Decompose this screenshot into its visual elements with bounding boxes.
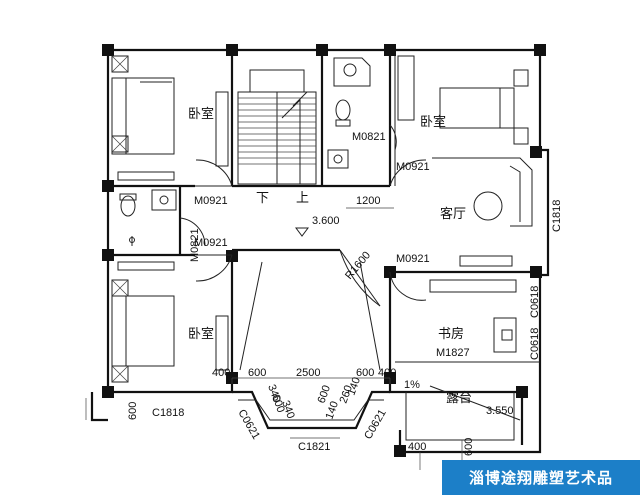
window-label-c0618-b: C0618 — [529, 328, 541, 360]
room-label-study: 书房 — [438, 326, 464, 341]
staircase — [237, 69, 317, 185]
dim-600-diag-b: 600 — [316, 384, 334, 405]
dim-400-left: 400 — [212, 367, 230, 379]
door-label-m0921-left-top: M0921 — [194, 195, 228, 207]
door-label-m1827: M1827 — [436, 347, 470, 359]
stair-label-up: 上 — [296, 190, 309, 205]
dim-600-bottom: 600 — [463, 438, 475, 456]
door-label-m0821-vertical: M0821 — [189, 228, 201, 262]
dim-140-b: 140 — [346, 376, 364, 397]
dim-1200: 1200 — [356, 195, 380, 207]
dim-140-a: 140 — [324, 400, 342, 421]
living-room-furniture — [432, 157, 533, 267]
door-label-m0921-left-bottom: M0921 — [194, 237, 228, 249]
dim-340-b: 340 — [279, 399, 297, 420]
wardrobes — [117, 55, 415, 371]
dimension-lines — [85, 207, 463, 470]
window-label-c0618-a: C0618 — [529, 286, 541, 318]
dim-600-left-edge: 600 — [127, 402, 139, 420]
study-furniture — [429, 279, 517, 353]
stair-label-down: 下 — [256, 190, 269, 205]
door-swings — [179, 124, 427, 307]
room-label-living-room: 客厅 — [440, 206, 466, 221]
door-label-m0821: M0821 — [352, 131, 386, 143]
elevation-3600: 3.600 — [312, 215, 340, 227]
watermark-text: 淄博途翔雕塑艺术品 — [468, 469, 613, 487]
door-label-m0921-bath: M0921 — [396, 161, 430, 173]
beds — [111, 55, 529, 383]
dim-400-bottom: 400 — [408, 441, 426, 453]
bay-window — [232, 261, 390, 430]
dim-400-right: 400 — [378, 367, 396, 379]
columns — [102, 44, 546, 457]
bathroom-fixtures — [119, 57, 371, 246]
elevation-3550: 3.550 — [486, 405, 514, 417]
room-label-terrace: 露台 — [446, 390, 472, 405]
window-label-c1818-bottom: C1818 — [152, 407, 184, 419]
window-label-c0621-right: C0621 — [362, 407, 389, 441]
room-label-bedroom-bottom: 卧室 — [188, 326, 214, 341]
watermark-banner: 淄博途翔雕塑艺术品 — [442, 460, 640, 495]
door-label-m0921-center: M0921 — [396, 253, 430, 265]
inner-walls — [108, 50, 540, 378]
dim-600-b: 600 — [356, 367, 374, 379]
dim-600-a: 600 — [248, 367, 266, 379]
dim-340-a: 340 — [265, 383, 283, 404]
room-label-bedroom-top: 卧室 — [188, 106, 214, 121]
dim-600-diag-a: 600 — [269, 393, 287, 414]
room-label-bedroom-right: 卧室 — [420, 114, 446, 129]
dim-r1600: R1600 — [343, 249, 373, 282]
dim-2500: 2500 — [296, 367, 320, 379]
window-label-c1821: C1821 — [298, 441, 330, 453]
window-label-c1818-right: C1818 — [551, 200, 563, 232]
slope-1pct: 1% — [404, 379, 420, 391]
window-label-c0621-left: C0621 — [235, 408, 262, 442]
terrace-area — [405, 385, 521, 441]
dim-260: 260 — [338, 384, 356, 405]
